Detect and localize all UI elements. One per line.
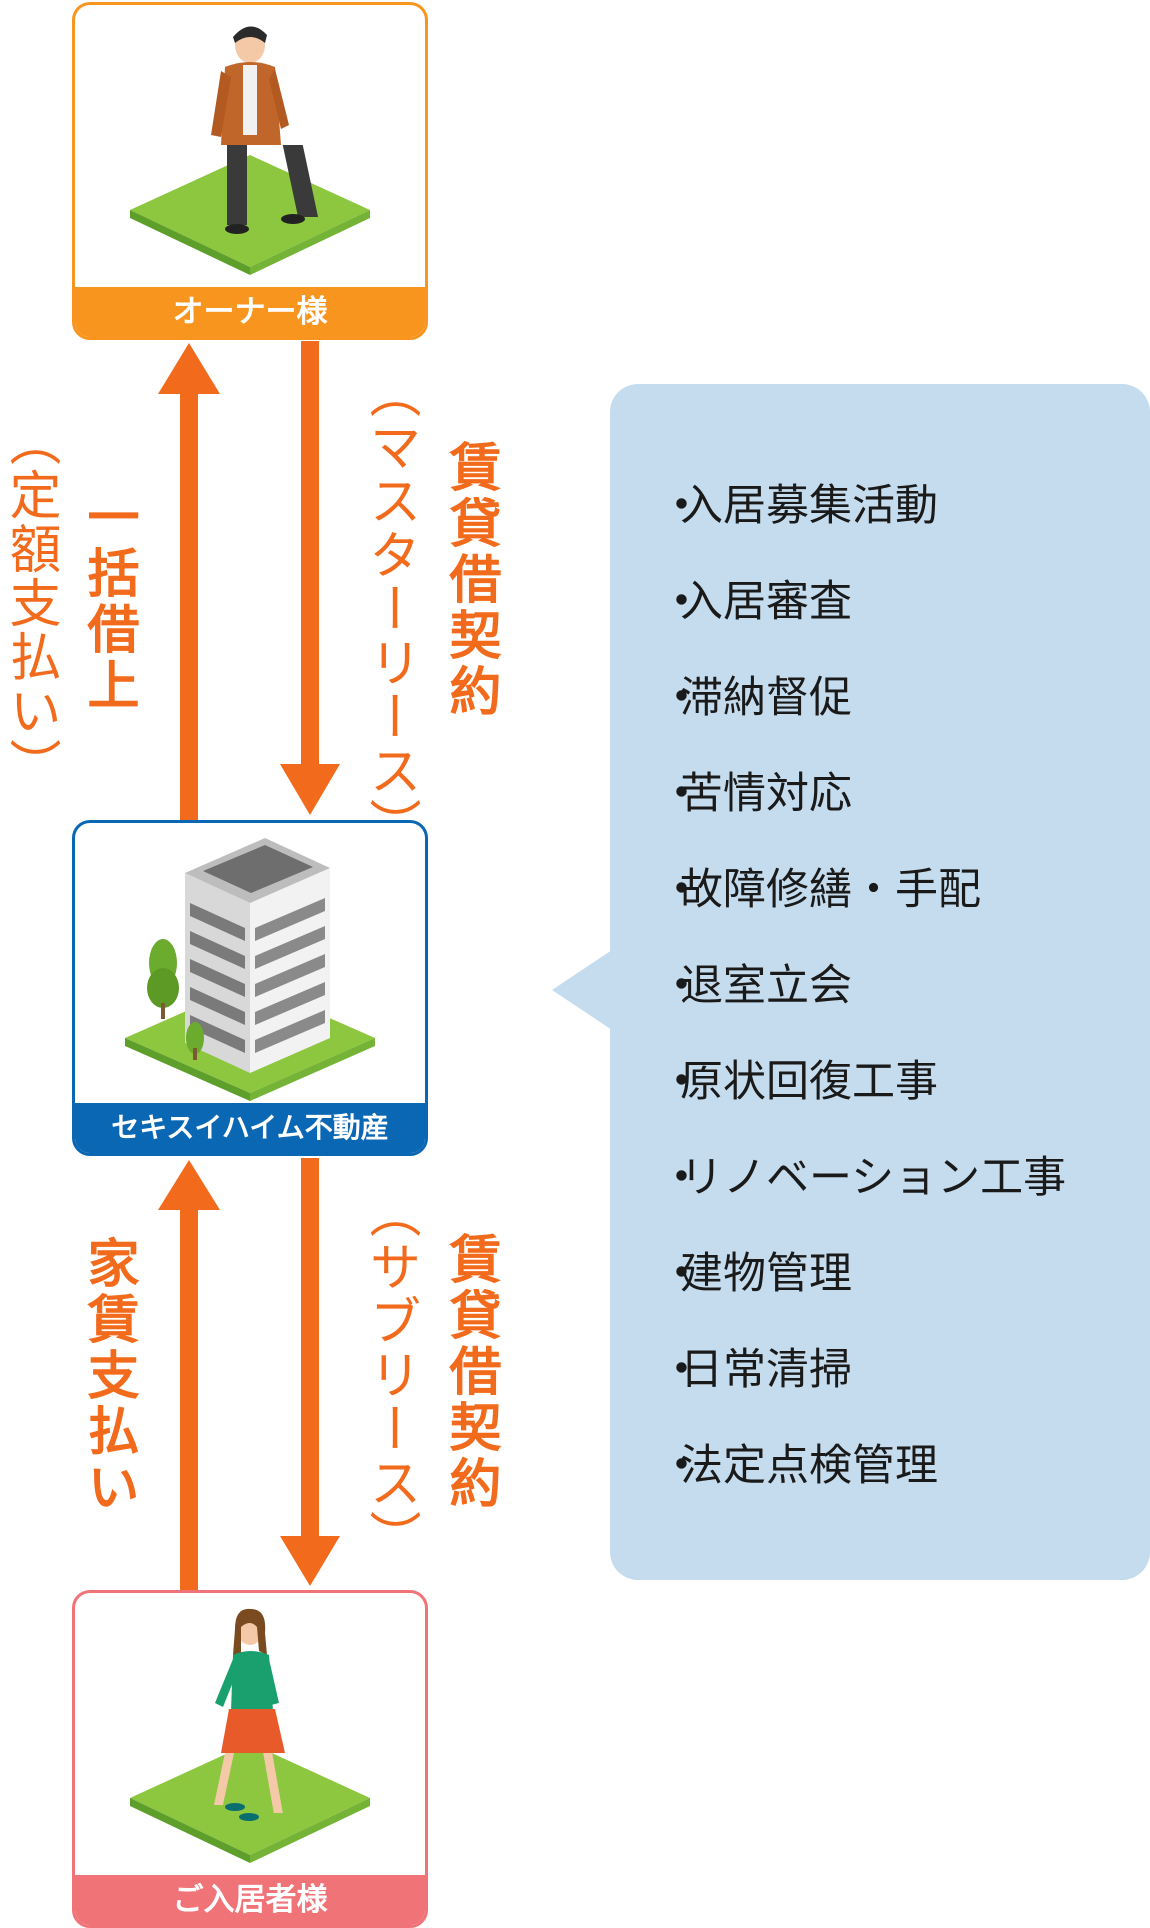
tenant-label: ご入居者様 (75, 1875, 425, 1925)
service-item: ・日常清掃 (660, 1340, 1066, 1436)
service-text: 原状回復工事 (680, 1057, 938, 1107)
bullet-dot: ・ (660, 1441, 703, 1491)
bullet-dot: ・ (660, 961, 703, 1011)
service-item: ・法定点検管理 (660, 1436, 1066, 1532)
sublease-note: （サブリース） (360, 1186, 420, 1564)
services-list: ・入居募集活動・入居審査・滞納督促・苦情対応・故障修繕・手配・退室立会・原状回復… (660, 476, 1066, 1532)
service-text: 苦情対応 (680, 769, 852, 819)
bullet-dot: ・ (660, 1057, 703, 1107)
service-text: 入居募集活動 (680, 481, 938, 531)
service-text: 故障修繕・手配 (680, 865, 981, 915)
master-lease-contract-label: 賃貸借契約 (440, 440, 500, 720)
tenant-card: ご入居者様 (72, 1590, 428, 1928)
service-text: 日常清掃 (680, 1345, 852, 1395)
service-text: 退室立会 (680, 961, 852, 1011)
lower-down-arrow (280, 1158, 340, 1586)
service-text: 入居審査 (680, 577, 852, 627)
bullet-dot: ・ (660, 1345, 703, 1395)
service-text: 建物管理 (680, 1249, 852, 1299)
service-text: 法定点検管理 (680, 1441, 938, 1491)
service-item: ・故障修繕・手配 (660, 860, 1066, 956)
upper-down-arrow (280, 341, 340, 815)
services-bubble (610, 384, 1150, 1580)
master-lease-note: （マスターリース） (360, 366, 420, 852)
bullet-dot: ・ (660, 1249, 703, 1299)
service-item: ・リノベーション工事 (660, 1148, 1066, 1244)
lower-up-arrow (158, 1160, 220, 1590)
company-card: セキスイハイム不動産 (72, 820, 428, 1156)
bullet-dot: ・ (660, 481, 703, 531)
bullet-dot: ・ (660, 577, 703, 627)
bulk-lease-label: 一括借上 (78, 490, 138, 714)
owner-label: オーナー様 (75, 287, 425, 337)
fixed-payment-note: （定額支払い） (0, 414, 60, 792)
service-item: ・滞納督促 (660, 668, 1066, 764)
service-item: ・入居募集活動 (660, 476, 1066, 572)
service-item: ・建物管理 (660, 1244, 1066, 1340)
company-label: セキスイハイム不動産 (75, 1103, 425, 1153)
service-text: リノベーション工事 (680, 1153, 1067, 1203)
owner-illustration (130, 26, 370, 275)
rent-payment-label: 家賃支払い (78, 1236, 138, 1516)
service-item: ・苦情対応 (660, 764, 1066, 860)
service-item: ・入居審査 (660, 572, 1066, 668)
service-item: ・退室立会 (660, 956, 1066, 1052)
bullet-dot: ・ (660, 769, 703, 819)
building-illustration (125, 838, 375, 1101)
sublease-contract-label: 賃貸借契約 (440, 1232, 500, 1512)
service-text: 滞納督促 (680, 673, 852, 723)
service-item: ・原状回復工事 (660, 1052, 1066, 1148)
bullet-dot: ・ (660, 1153, 703, 1203)
bullet-dot: ・ (660, 673, 703, 723)
bullet-dot: ・ (660, 865, 703, 915)
owner-card: オーナー様 (72, 2, 428, 340)
tenant-illustration (130, 1608, 370, 1863)
upper-up-arrow (158, 343, 220, 820)
